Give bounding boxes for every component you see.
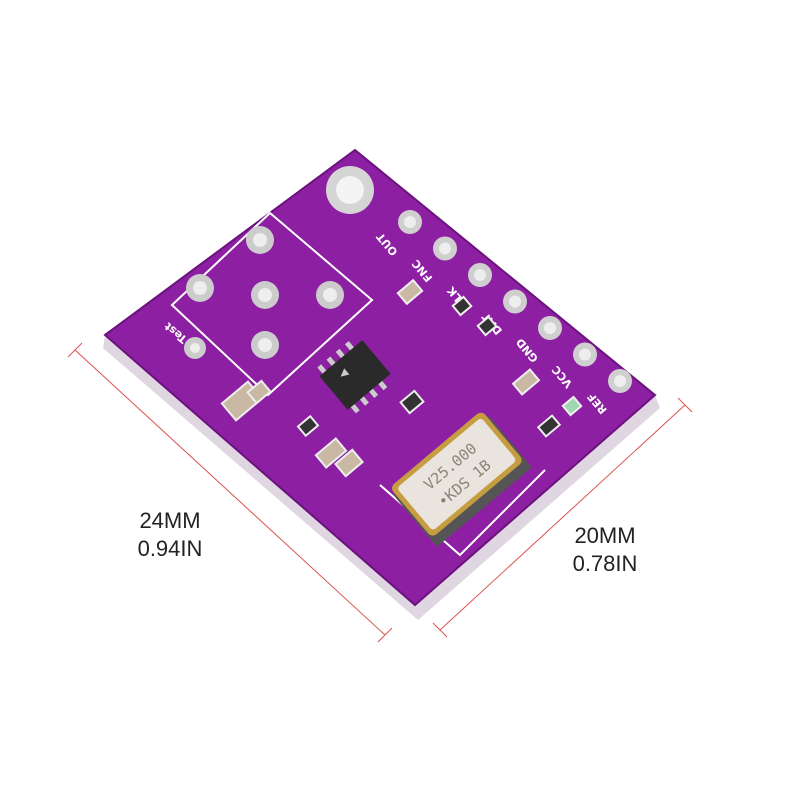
length-mm: 24MM [139, 508, 200, 533]
ic-chip [317, 340, 391, 414]
dimension-line-width [432, 397, 693, 638]
connector-outline [170, 211, 374, 397]
length-inch: 0.94IN [138, 536, 203, 561]
mounting-hole [326, 166, 374, 214]
width-mm: 20MM [574, 523, 635, 548]
header-pin-clk [468, 263, 492, 287]
dimension-line-length [67, 342, 393, 643]
header-pin-gnd [538, 316, 562, 340]
connector-pads [186, 226, 344, 359]
header-pin-fnc [433, 236, 457, 261]
crystal-oscillator: V25.000 •KDS 1B [392, 412, 531, 546]
width-inch: 0.78IN [573, 551, 638, 576]
header-pin-vcc [573, 342, 597, 367]
header-pin-ref [608, 369, 632, 393]
smd-components [220, 278, 583, 478]
header-pin-out [398, 210, 422, 234]
test-pad [184, 337, 206, 359]
header-pin-dat [503, 289, 527, 314]
